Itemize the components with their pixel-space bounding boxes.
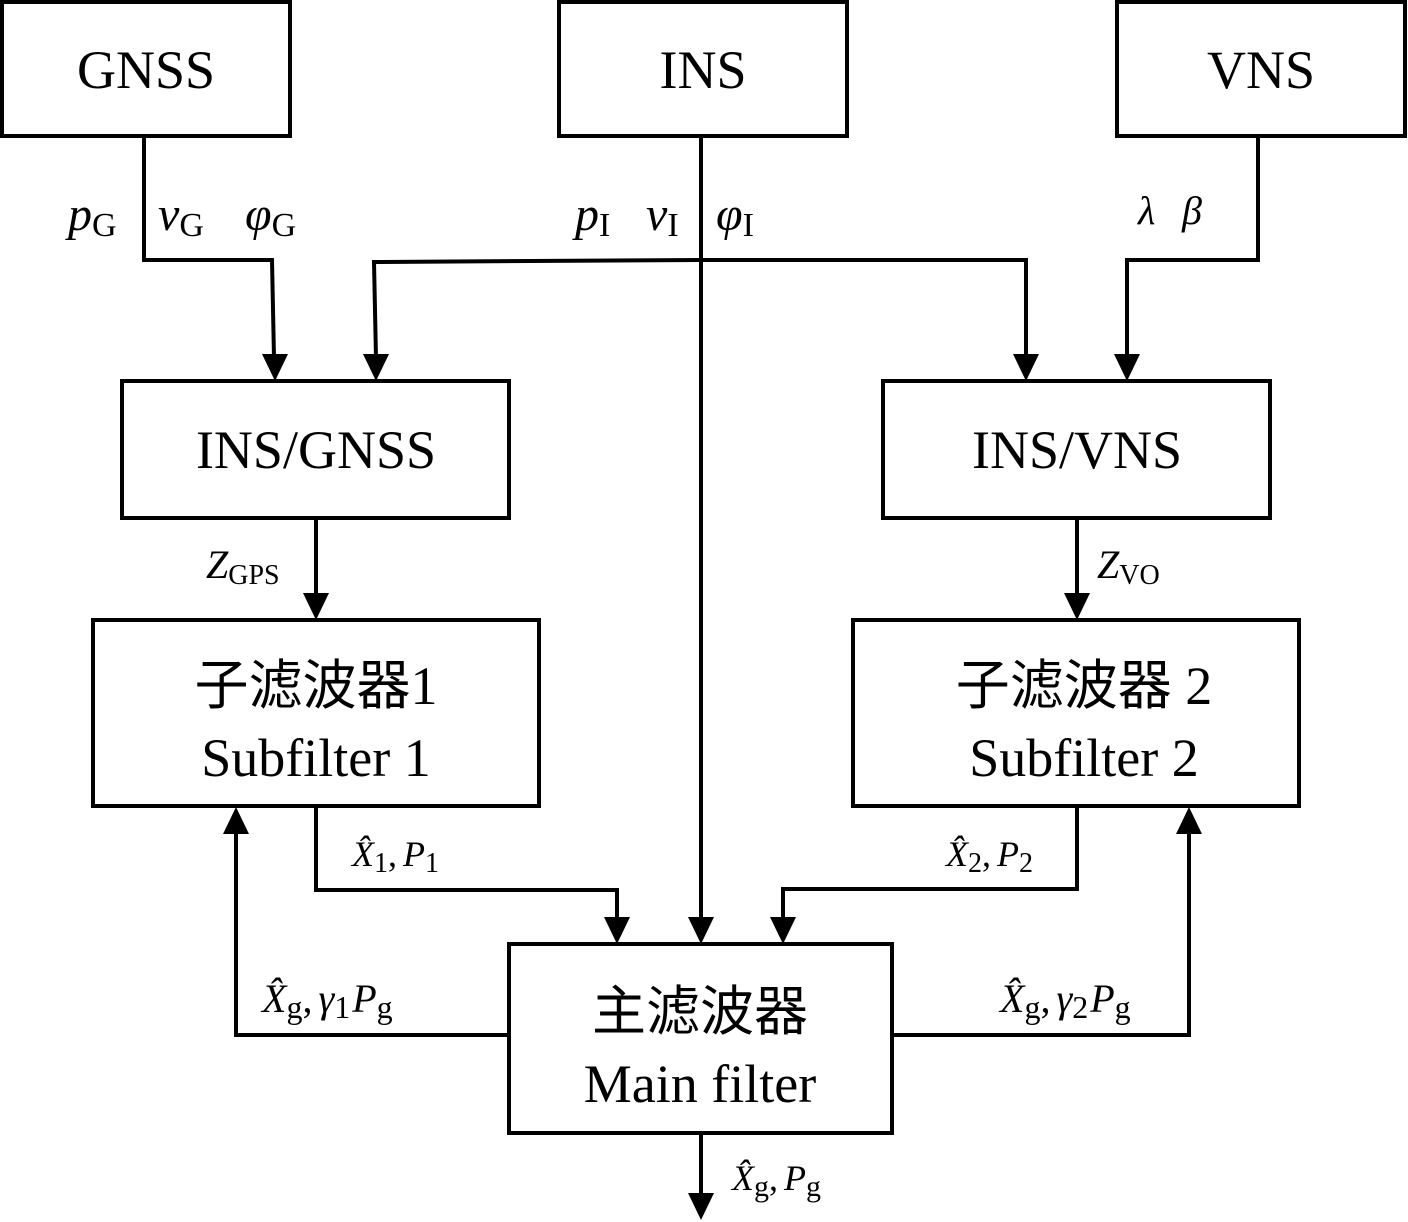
label-gnss-outputs: pG vG φG — [65, 188, 296, 244]
edge-sub2-to-main — [781, 806, 1079, 920]
edge-sub1-to-main — [314, 806, 619, 920]
arrowhead-icon — [688, 917, 714, 944]
edge-ins-to-ins-vns — [701, 258, 1028, 358]
arrowhead-icon — [262, 354, 288, 381]
edge-ins-to-ins-gnss — [371, 258, 702, 359]
arrowhead-icon — [303, 593, 329, 620]
label-phi-g: φG — [245, 188, 296, 244]
subfilter-2-label-cn: 子滤波器 2 — [956, 656, 1213, 716]
edge-vns-to-ins-vns — [1125, 136, 1260, 358]
arrowhead-icon — [604, 917, 630, 944]
label-beta: β — [1181, 188, 1202, 233]
node-ins: INS — [557, 0, 849, 138]
node-ins-vns-label: INS/VNS — [972, 420, 1182, 480]
label-xg-gamma2-pg: X̂g,γ2Pg — [998, 976, 1131, 1025]
label-x1-p1: X̂1,P1 — [350, 834, 439, 879]
node-ins-label: INS — [659, 40, 746, 100]
edge-main-to-sub2 — [892, 830, 1191, 1037]
arrowhead-icon — [1114, 354, 1140, 381]
subfilter-1-label-en: Subfilter 1 — [201, 728, 430, 788]
label-z-gps: ZGPS — [206, 542, 280, 591]
label-vns-outputs: λ β — [1137, 188, 1202, 233]
node-main-filter: 主滤波器 Main filter — [507, 942, 894, 1135]
label-xg-pg-output: X̂g,Pg — [730, 1158, 821, 1203]
arrowhead-icon — [363, 354, 389, 381]
label-xg-gamma1-pg: X̂g,γ1Pg — [260, 976, 393, 1025]
subfilter-2-label-en: Subfilter 2 — [969, 728, 1198, 788]
node-vns-label: VNS — [1207, 40, 1315, 100]
main-filter-label-cn: 主滤波器 — [592, 982, 808, 1042]
node-gnss: GNSS — [0, 0, 292, 138]
main-filter-label-en: Main filter — [584, 1054, 816, 1114]
node-vns: VNS — [1115, 0, 1407, 138]
edge-main-to-sub1 — [234, 830, 509, 1037]
arrowhead-icon — [688, 1193, 714, 1220]
edge-gnss-to-ins-gnss — [142, 136, 276, 359]
label-x2-p2: X̂2,P2 — [944, 834, 1033, 879]
node-gnss-label: GNSS — [77, 40, 215, 100]
label-lambda: λ — [1137, 188, 1155, 233]
label-phi-i: φI — [716, 188, 754, 244]
arrowhead-icon — [1064, 593, 1090, 620]
label-v-g: vG — [158, 188, 204, 244]
arrowhead-icon — [223, 807, 249, 834]
label-p-i: pI — [572, 188, 610, 244]
subfilter-1-label-cn: 子滤波器1 — [195, 656, 438, 716]
node-ins-gnss-label: INS/GNSS — [196, 420, 436, 480]
arrowhead-icon — [1176, 807, 1202, 834]
label-p-g: pG — [65, 188, 117, 244]
label-z-vo: ZVO — [1097, 542, 1160, 591]
label-ins-outputs: pI vI φI — [572, 188, 754, 244]
label-v-i: vI — [646, 188, 679, 244]
node-ins-gnss: INS/GNSS — [120, 379, 511, 520]
node-subfilter-2: 子滤波器 2 Subfilter 2 — [851, 618, 1301, 808]
node-ins-vns: INS/VNS — [881, 379, 1272, 520]
arrowhead-icon — [770, 917, 796, 944]
node-subfilter-1: 子滤波器1 Subfilter 1 — [91, 618, 541, 808]
arrowhead-icon — [1013, 354, 1039, 381]
